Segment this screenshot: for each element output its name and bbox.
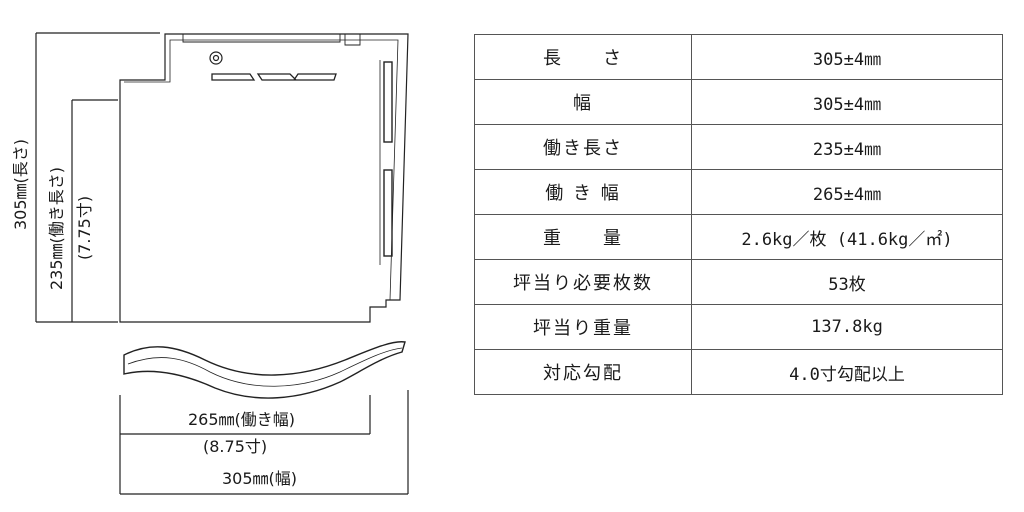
spec-row: 働 き 幅 265±4㎜ (474, 169, 1003, 215)
spec-row: 重 量 2.6kg／枚 (41.6kg／㎡) (474, 214, 1003, 260)
tile-slots (211, 73, 337, 81)
tile-top-view-notch (182, 34, 361, 46)
tile-side-profile (123, 341, 406, 399)
tile-dimension-diagram: 305㎜(長さ) 235㎜(働き長さ) (7.75寸) 265㎜(働き幅) (8… (11, 32, 409, 495)
label-working-width: 265㎜(働き幅) (188, 410, 295, 429)
label-working-width-sun: (8.75寸) (203, 437, 267, 456)
spec-value: 2.6kg／枚 (41.6kg／㎡) (691, 214, 1003, 260)
tile-top-view-inner-edge (124, 39, 399, 301)
spec-row: 坪当り必要枚数 53枚 (474, 259, 1003, 305)
nail-hole-icon (209, 51, 223, 65)
spec-value: 53枚 (691, 259, 1003, 305)
spec-row: 坪当り重量 137.8kg (474, 304, 1003, 350)
spec-value: 137.8kg (691, 304, 1003, 350)
spec-label: 坪当り必要枚数 (474, 259, 692, 305)
spec-label: 坪当り重量 (474, 304, 692, 350)
spec-row: 幅 305±4㎜ (474, 79, 1003, 125)
spec-row: 長 さ 305±4㎜ (474, 34, 1003, 80)
spec-table: 長 さ 305±4㎜ 幅 305±4㎜ 働き長さ 235±4㎜ 働 き 幅 26… (474, 34, 1003, 395)
label-working-length-sun: (7.75寸) (75, 196, 94, 260)
tile-rib-upper (383, 61, 393, 143)
spec-value: 265±4㎜ (691, 169, 1003, 215)
spec-value: 235±4㎜ (691, 124, 1003, 170)
spec-label: 働 き 幅 (474, 169, 692, 215)
spec-row: 対応勾配 4.0寸勾配以上 (474, 349, 1003, 395)
spec-value: 305±4㎜ (691, 34, 1003, 80)
tile-top-view-outline (119, 33, 409, 323)
spec-label: 働き長さ (474, 124, 692, 170)
tile-rib-lower (383, 169, 393, 257)
spec-value: 305±4㎜ (691, 79, 1003, 125)
spec-value: 4.0寸勾配以上 (691, 349, 1003, 395)
spec-label: 幅 (474, 79, 692, 125)
label-working-length: 235㎜(働き長さ) (47, 167, 66, 290)
spec-row: 働き長さ 235±4㎜ (474, 124, 1003, 170)
label-total-length: 305㎜(長さ) (11, 139, 30, 230)
spec-label: 重 量 (474, 214, 692, 260)
spec-label: 対応勾配 (474, 349, 692, 395)
label-total-width: 305㎜(幅) (222, 469, 297, 488)
spec-label: 長 さ (474, 34, 692, 80)
